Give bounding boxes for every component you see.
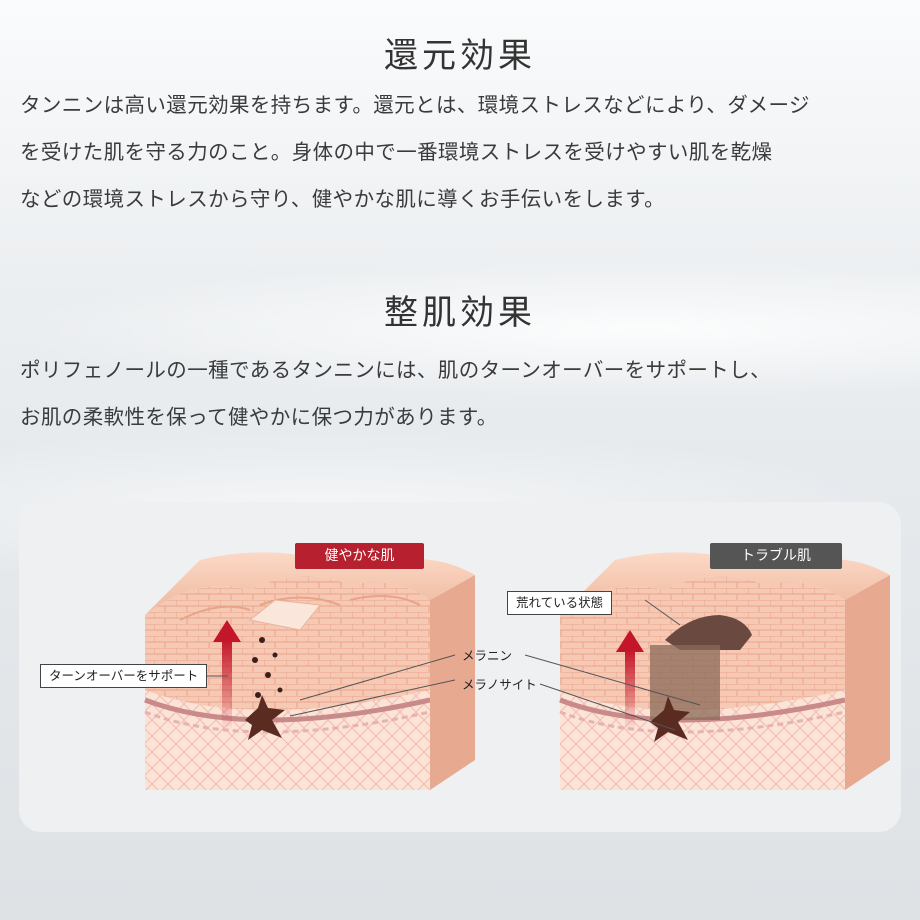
background-highlight xyxy=(0,260,920,400)
trouble-skin-tag: トラブル肌 xyxy=(710,543,842,569)
section-title-skin-conditioning: 整肌効果 xyxy=(384,293,536,333)
section-body-reduction: タンニンは高い還元効果を持ちます。還元とは、環境ストレスなどにより、ダメージ を… xyxy=(20,93,810,211)
section-title-reduction: 還元効果 xyxy=(384,36,536,76)
melanin-label: メラニン xyxy=(462,648,513,663)
rough-state-label: 荒れている状態 xyxy=(507,591,613,615)
turnover-support-label: ターンオーバーをサポート xyxy=(40,664,208,688)
healthy-skin-tag: 健やかな肌 xyxy=(295,543,424,569)
section-body-skin-conditioning: ポリフェノールの一種であるタンニンには、肌のターンオーバーをサポートし、 お肌の… xyxy=(20,358,771,429)
melanocyte-label: メラノサイト xyxy=(462,677,537,692)
